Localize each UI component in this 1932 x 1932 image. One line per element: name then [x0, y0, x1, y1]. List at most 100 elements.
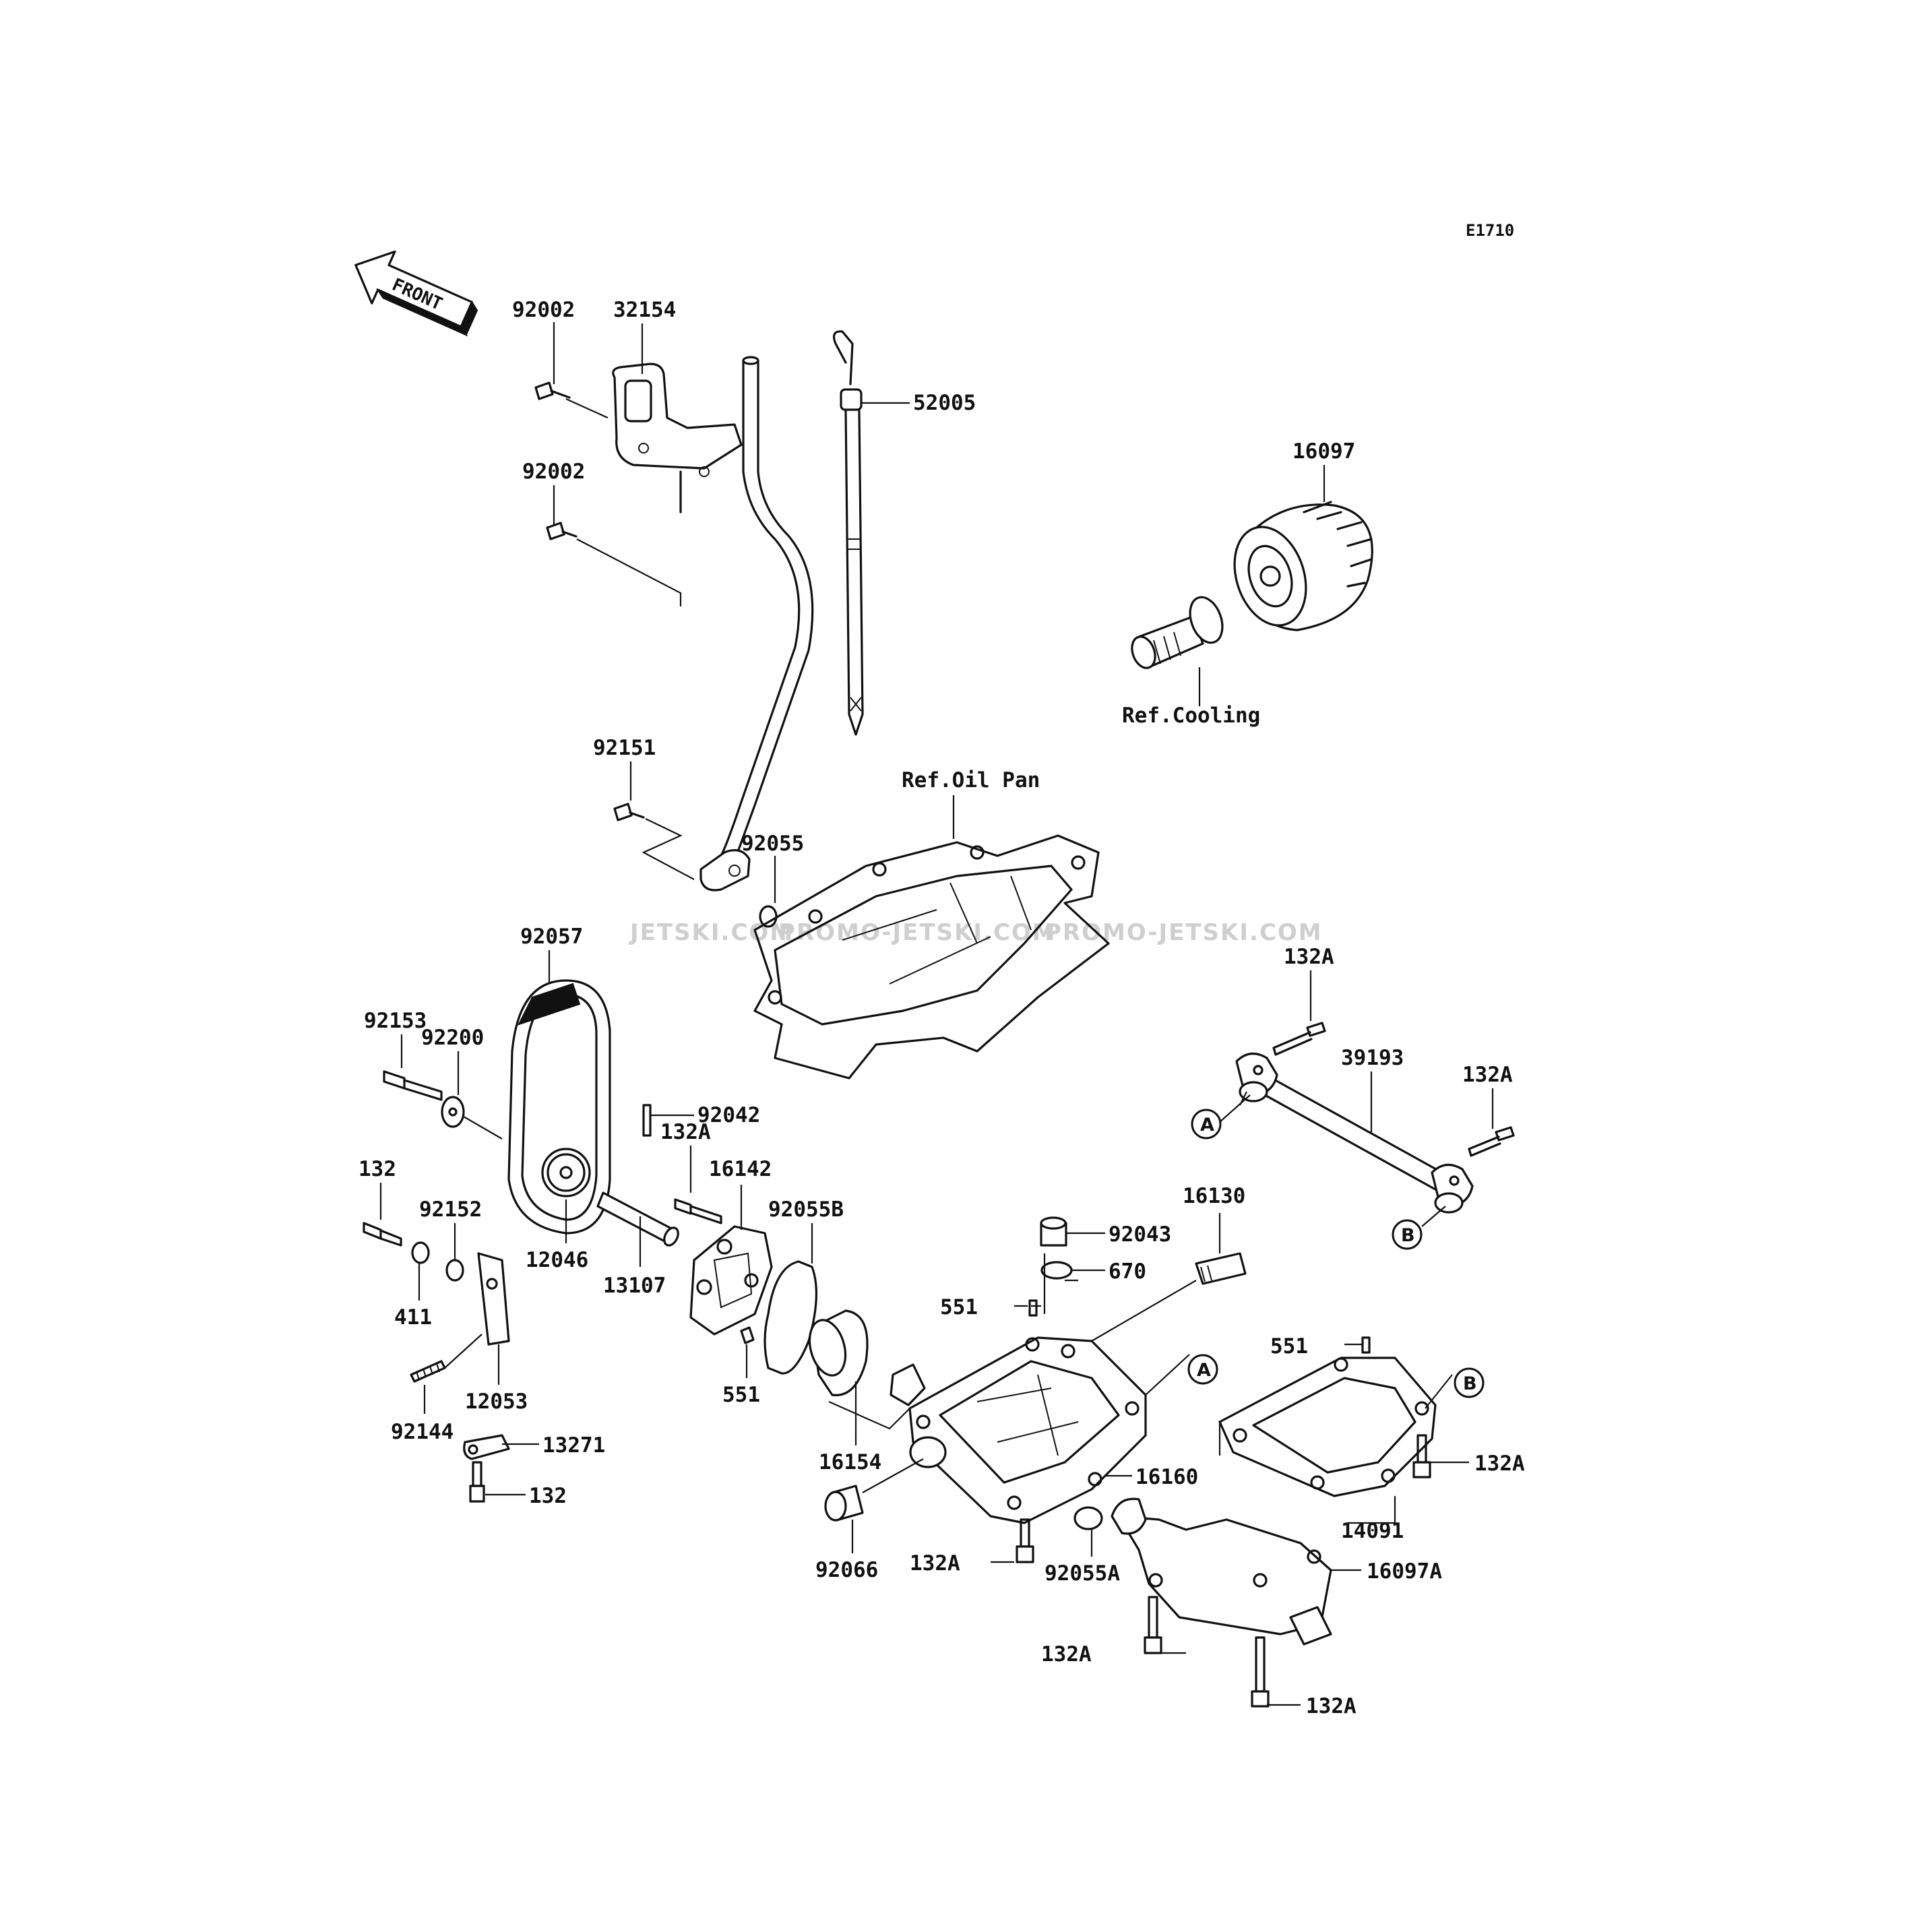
marker-b-cover: B	[1454, 1367, 1485, 1398]
part-label-551-right: 551	[1270, 1334, 1308, 1359]
part-label-132a-pipe-upper: 132A	[1284, 945, 1334, 969]
part-label-132a-body: 132A	[910, 1551, 960, 1576]
part-label-92043: 92043	[1109, 1222, 1171, 1247]
bolt-132-lower	[469, 1461, 485, 1503]
watermark-text-3: PROMO-JETSKI.COM	[1045, 919, 1323, 946]
marker-a-pipe-label: A	[1200, 1115, 1214, 1135]
oil-strainer-16097a	[1111, 1497, 1332, 1646]
oil-pump-body-16160	[908, 1336, 1147, 1524]
o-ring-92055a	[1073, 1506, 1103, 1530]
part-label-92151: 92151	[593, 736, 656, 760]
marker-b-cover-label: B	[1463, 1373, 1477, 1394]
diagram-code: E1710	[1466, 221, 1514, 240]
part-label-92002-upper: 92002	[512, 298, 575, 322]
bolt-132a-cover	[1412, 1434, 1431, 1478]
part-label-411: 411	[394, 1305, 432, 1330]
bolt-132a-body	[1016, 1518, 1034, 1563]
part-label-132a-pipe-lower: 132A	[1462, 1063, 1513, 1087]
marker-b-pipe-label: B	[1401, 1225, 1415, 1246]
relief-valve-16130	[1195, 1252, 1247, 1285]
part-label-16097: 16097	[1292, 439, 1355, 464]
part-label-92042: 92042	[697, 1103, 760, 1127]
part-label-13107: 13107	[603, 1274, 666, 1298]
bolt-92153	[383, 1070, 443, 1101]
dipstick-tube-bracket	[612, 363, 743, 513]
ref-oil-pan-label: Ref.Oil Pan	[902, 768, 1040, 792]
oil-pump-shaft-13107	[596, 1191, 679, 1247]
oil-pump-rotor-16154	[808, 1309, 926, 1406]
pin-92042	[642, 1104, 652, 1137]
part-label-12053: 12053	[465, 1390, 528, 1414]
part-label-32154: 32154	[613, 298, 676, 322]
oil-pump-chain	[507, 979, 611, 1235]
part-label-39193: 39193	[1341, 1046, 1404, 1070]
part-label-551-mid: 551	[940, 1295, 978, 1319]
part-label-92144: 92144	[391, 1420, 454, 1444]
chain-tensioner-12053	[477, 1252, 510, 1346]
bolt-132a-strainer-left	[1144, 1596, 1162, 1654]
part-label-92153: 92153	[364, 1009, 427, 1033]
o-ring-670	[1040, 1261, 1073, 1280]
part-label-12046: 12046	[526, 1248, 588, 1272]
bolt-132a-pump	[674, 1198, 722, 1224]
part-label-132a-strainer-left: 132A	[1041, 1642, 1092, 1666]
bolt-132a-pipe-upper	[1272, 1022, 1326, 1056]
watermark-text-2: PROMO-JETSKI.COM	[778, 919, 1057, 946]
part-label-132a-cover: 132A	[1474, 1452, 1525, 1476]
part-label-132a-pump: 132A	[660, 1120, 711, 1144]
part-label-13271: 13271	[542, 1433, 605, 1458]
part-label-670: 670	[1109, 1259, 1146, 1284]
dowel-pin-551-right	[1361, 1336, 1371, 1354]
washer-411	[411, 1241, 430, 1264]
washer-92200	[441, 1096, 465, 1128]
spacer-92043	[1040, 1216, 1067, 1247]
nut-92152	[445, 1259, 464, 1282]
front-arrow-icon: FRONT	[354, 250, 478, 337]
part-label-14091: 14091	[1341, 1519, 1404, 1543]
o-ring-92055	[759, 905, 778, 928]
part-label-92066: 92066	[815, 1558, 878, 1582]
marker-a-body: A	[1187, 1354, 1218, 1385]
part-number-labels: 32154 92002 92002 52005 16097 92151 9205…	[359, 298, 1525, 1718]
oil-dipstick	[833, 330, 864, 736]
bolt-92151	[613, 803, 645, 821]
part-label-16142: 16142	[709, 1157, 772, 1181]
part-label-132-upper: 132	[359, 1157, 396, 1181]
part-label-92055: 92055	[741, 832, 804, 856]
part-label-92055b: 92055B	[768, 1197, 844, 1222]
bolt-132-upper	[363, 1222, 402, 1247]
bolt-132a-strainer-right	[1251, 1636, 1270, 1708]
oil-filter-nipple	[1131, 596, 1224, 669]
part-label-132a-strainer-right: 132A	[1306, 1694, 1357, 1718]
part-label-92200: 92200	[421, 1026, 484, 1050]
watermark: JETSKI.COM PROMO-JETSKI.COM PROMO-JETSKI…	[629, 919, 1323, 946]
spring-92144	[410, 1360, 446, 1383]
oil-pump-cover-14091	[1218, 1357, 1437, 1497]
plate-13271	[463, 1434, 510, 1460]
dipstick-tube	[699, 356, 814, 892]
bolt-92002-upper	[534, 381, 571, 400]
marker-a-pipe: A	[1191, 1109, 1222, 1140]
oil-filter	[1233, 501, 1373, 631]
part-label-16130: 16130	[1183, 1184, 1245, 1208]
oil-pump-cover-16142	[689, 1225, 773, 1336]
bolt-92002-lower	[546, 522, 578, 540]
oil-pan	[753, 834, 1110, 1080]
watermark-text-1: JETSKI.COM	[629, 919, 794, 946]
bushing-92066	[824, 1485, 864, 1522]
oil-pipe-39193	[1235, 1053, 1474, 1214]
part-label-16160: 16160	[1135, 1465, 1198, 1489]
dowel-pin-551-mid	[1028, 1299, 1038, 1317]
leader-lines	[379, 322, 1494, 1706]
part-label-551-pump: 551	[722, 1383, 760, 1407]
part-label-52005: 52005	[913, 391, 976, 415]
bolt-132a-pipe-lower	[1468, 1126, 1515, 1157]
part-label-92055a: 92055A	[1045, 1561, 1120, 1586]
marker-a-body-label: A	[1197, 1360, 1211, 1381]
part-label-16097a: 16097A	[1367, 1559, 1442, 1584]
part-label-92002-lower: 92002	[522, 460, 585, 484]
dowel-pin-551-pump	[740, 1326, 755, 1344]
gasket-92055b	[764, 1260, 818, 1375]
part-label-132-lower: 132	[529, 1484, 567, 1508]
